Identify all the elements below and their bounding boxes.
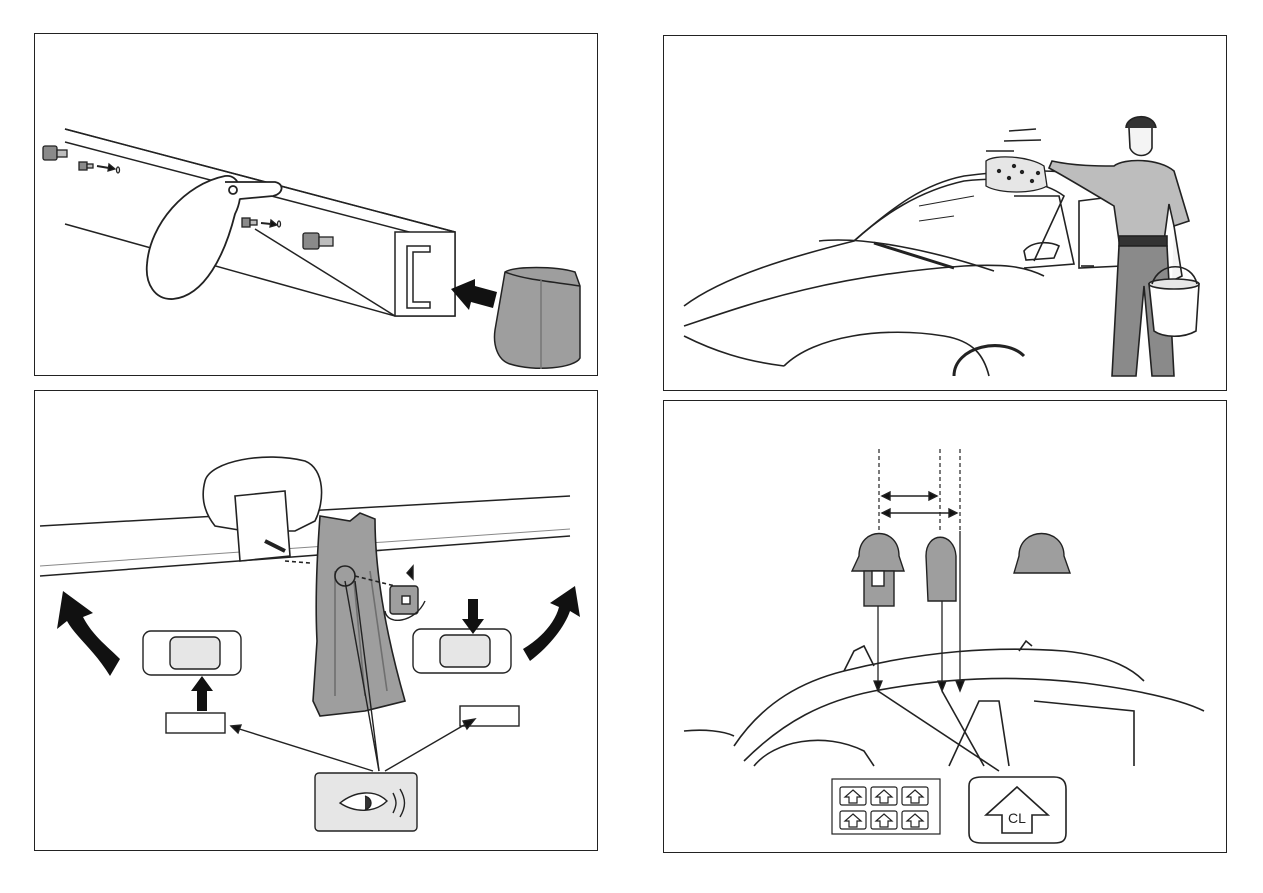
step-1-panel (34, 33, 598, 376)
end-cap-icon (495, 268, 580, 370)
dimension-arrows (882, 492, 957, 517)
foot-part-1-icon (852, 534, 904, 607)
roof-bar (65, 129, 455, 316)
step-3-panel (34, 390, 598, 851)
svg-text:CL: CL (1008, 810, 1026, 826)
motion-lines (986, 129, 1041, 151)
reference-lines (879, 449, 960, 531)
centerline-sticker-sheet (832, 779, 940, 834)
clip-icon (385, 566, 425, 620)
foot-part-3-icon (1014, 534, 1070, 574)
eye-icon (315, 773, 417, 831)
push-arrow-icon (451, 279, 497, 310)
step-4-panel: CL (663, 400, 1227, 853)
step-2-illustration (664, 36, 1227, 391)
step-2-panel (663, 35, 1227, 391)
step-1-illustration (35, 34, 598, 376)
foot-part-2-icon (926, 537, 956, 601)
car-illustration (684, 171, 1137, 376)
car-roof-illustration (684, 641, 1204, 771)
sponge-icon (986, 157, 1047, 192)
label-box-left (166, 713, 225, 733)
step-4-illustration: CL (664, 401, 1227, 853)
centerline-arrow-icon: CL (969, 777, 1066, 843)
step-3-illustration (35, 391, 598, 851)
